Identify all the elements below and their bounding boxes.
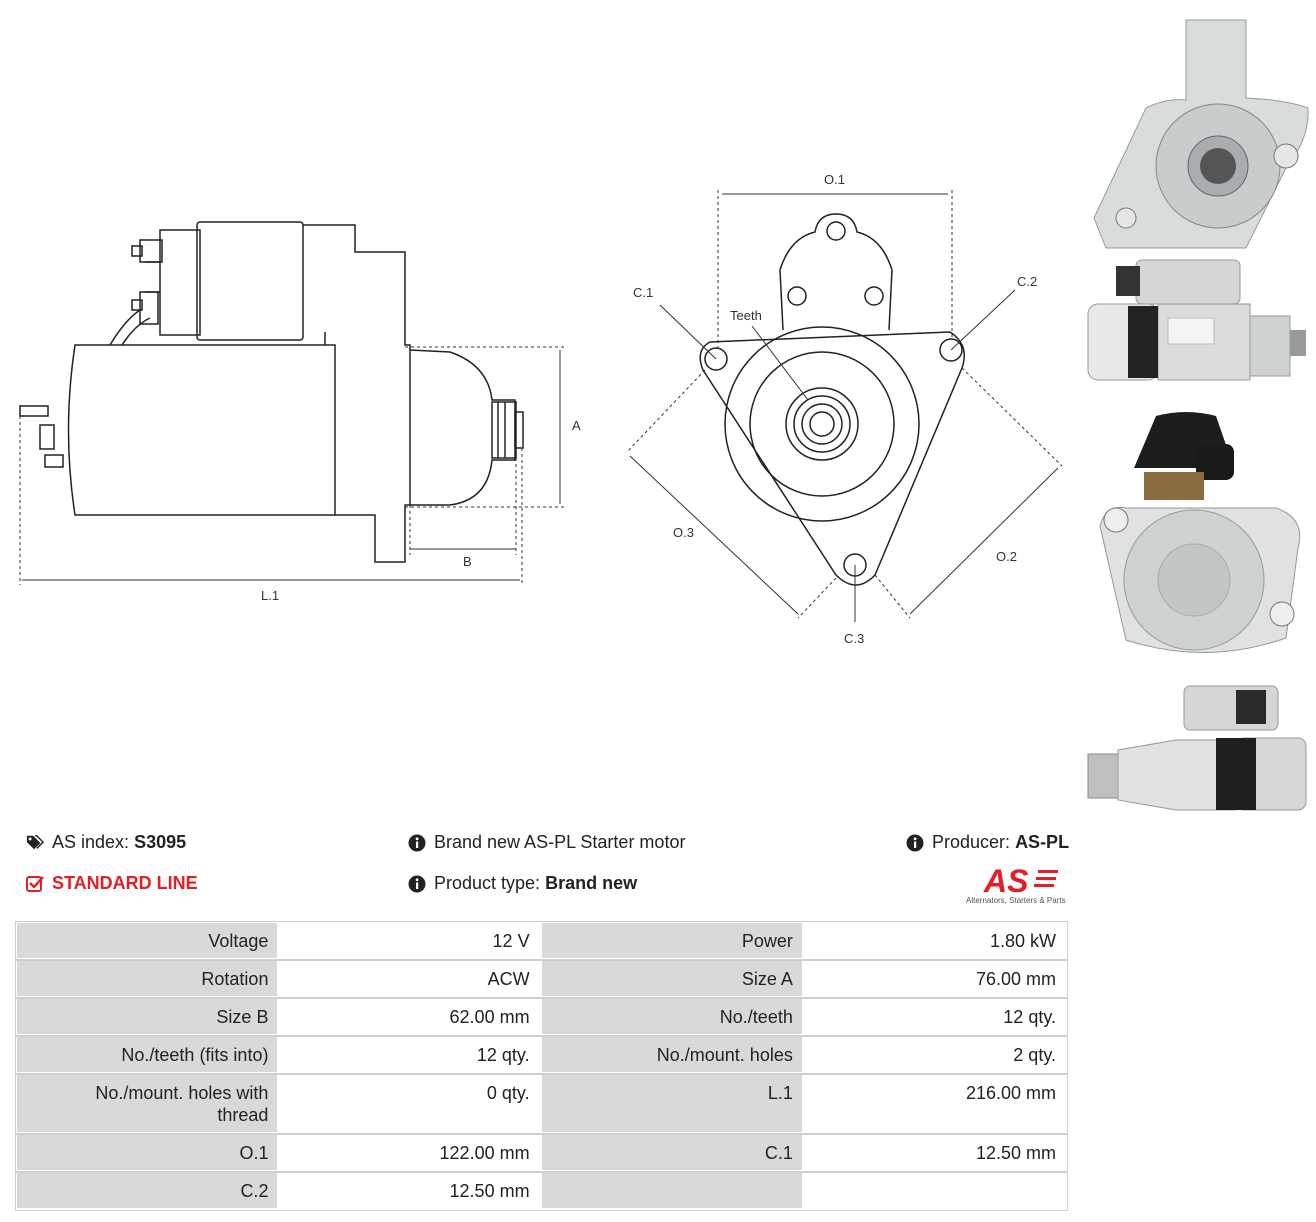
dim-a-label: A — [572, 418, 581, 433]
product-photos — [1082, 0, 1316, 822]
spec-label: Voltage — [13, 920, 281, 961]
spec-value: 76.00 mm — [801, 958, 1069, 999]
front-view-drawing — [699, 213, 965, 586]
spec-value: 12.50 mm — [277, 1170, 542, 1211]
spec-value: 0 qty. — [277, 1072, 542, 1135]
dim-l1-label: L.1 — [261, 588, 279, 603]
spec-label: C.2 — [13, 1170, 281, 1211]
logo-subtitle: Alternators, Starters & Parts — [966, 896, 1066, 905]
photo-top-view — [1087, 685, 1307, 811]
table-row: No./mount. holes with thread 0 qty. L.1 … — [13, 1072, 1069, 1135]
photo-side-view — [1087, 259, 1306, 381]
spec-label: No./mount. holes — [538, 1034, 805, 1075]
spec-label: Size A — [538, 958, 805, 999]
spec-label: Rotation — [13, 958, 281, 999]
tags-icon — [26, 834, 44, 852]
spec-value: 12.50 mm — [801, 1132, 1069, 1173]
product-line: STANDARD LINE — [52, 873, 198, 893]
teeth-label: Teeth — [730, 308, 762, 323]
table-row: Voltage 12 V Power 1.80 kW — [13, 920, 1069, 961]
spec-label: No./mount. holes with thread — [13, 1072, 281, 1135]
dim-o1-label: O.1 — [824, 172, 845, 187]
photo-rear-view — [1099, 412, 1301, 653]
spec-value: 2 qty. — [801, 1034, 1069, 1075]
info-icon — [906, 834, 924, 852]
info-icon — [408, 834, 426, 852]
specs-table: Voltage 12 V Power 1.80 kW Rotation ACW … — [13, 920, 1069, 1211]
table-row: Rotation ACW Size A 76.00 mm — [13, 958, 1069, 999]
product-type-value: Brand new — [545, 873, 638, 893]
side-view-drawing — [19, 221, 565, 585]
spec-label: Power — [538, 920, 805, 961]
table-row: C.2 12.50 mm — [13, 1170, 1069, 1211]
table-row: O.1 122.00 mm C.1 12.50 mm — [13, 1132, 1069, 1173]
spec-value: 62.00 mm — [277, 996, 542, 1037]
dim-c3-label: C.3 — [844, 631, 864, 646]
spec-value: 1.80 kW — [801, 920, 1069, 961]
dim-o2-label: O.2 — [996, 549, 1017, 564]
spec-value: 216.00 mm — [801, 1072, 1069, 1135]
line-badge: STANDARD LINE — [26, 873, 198, 894]
technical-drawing: A B L.1 O.1 O.2 O — [19, 172, 1063, 646]
spec-label: No./teeth (fits into) — [13, 1034, 281, 1075]
spec-value — [801, 1170, 1069, 1211]
photo-front-view — [1093, 19, 1309, 249]
product-type-label: Product type: — [434, 873, 541, 893]
checkbox-checked-icon — [26, 875, 44, 893]
table-row: Size B 62.00 mm No./teeth 12 qty. — [13, 996, 1069, 1037]
spec-label: Size B — [13, 996, 281, 1037]
spec-label: No./teeth — [538, 996, 805, 1037]
spec-label — [538, 1170, 805, 1211]
logo-text: AS — [983, 864, 1029, 898]
dim-c2-label: C.2 — [1017, 274, 1037, 289]
producer-value: AS-PL — [1015, 832, 1070, 852]
spec-value: 122.00 mm — [277, 1132, 542, 1173]
spec-value: ACW — [277, 958, 542, 999]
product-description: Brand new AS-PL Starter motor — [434, 832, 686, 852]
as-index-value: S3095 — [134, 832, 187, 852]
spec-value: 12 V — [277, 920, 542, 961]
dim-b-label: B — [463, 554, 472, 569]
spec-label: C.1 — [538, 1132, 805, 1173]
spec-value: 12 qty. — [277, 1034, 542, 1075]
spec-label: L.1 — [538, 1072, 805, 1135]
dim-c1-label: C.1 — [633, 285, 653, 300]
description-row: Brand new AS-PL Starter motor — [408, 832, 685, 853]
as-index-row: AS index: S3095 — [26, 832, 186, 853]
info-icon — [408, 875, 426, 893]
producer-row: Producer: AS-PL — [906, 832, 1069, 853]
spec-label: O.1 — [13, 1132, 281, 1173]
as-pl-logo: AS Alternators, Starters & Parts — [960, 864, 1070, 908]
table-row: No./teeth (fits into) 12 qty. No./mount.… — [13, 1034, 1069, 1075]
as-index-label: AS index: — [52, 832, 130, 852]
spec-value: 12 qty. — [801, 996, 1069, 1037]
producer-label: Producer: — [932, 832, 1011, 852]
product-type-row: Product type: Brand new — [408, 873, 637, 894]
dim-o3-label: O.3 — [673, 525, 694, 540]
